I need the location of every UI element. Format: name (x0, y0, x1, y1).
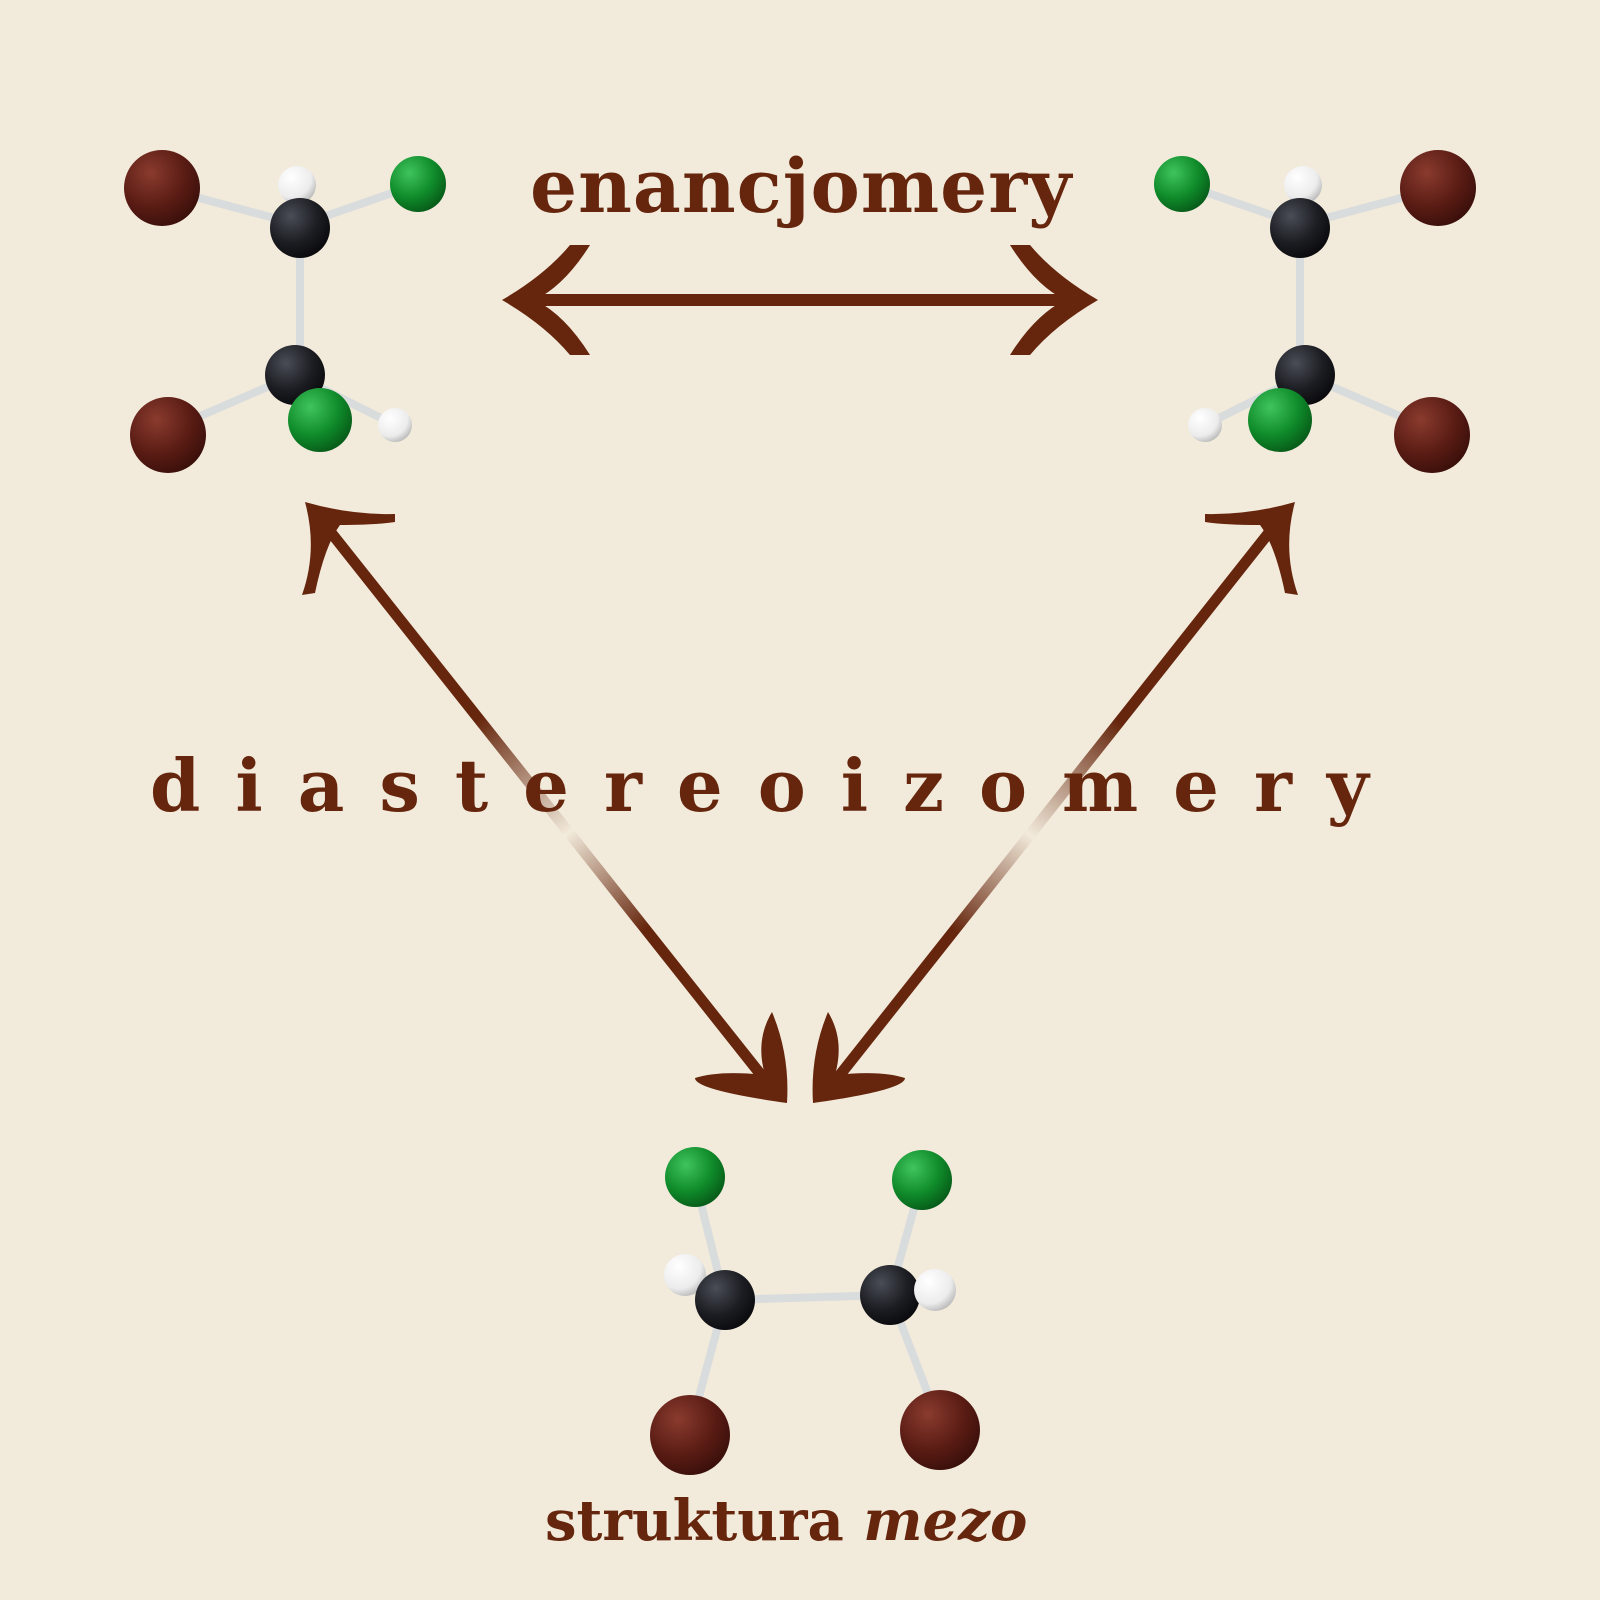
diastereomers-label: diastereoizomery (150, 743, 1404, 828)
molecule-top-left (124, 150, 446, 473)
bromine-atom (1394, 397, 1470, 473)
hydrogen-atom (914, 1269, 956, 1311)
chlorine-atom (1154, 156, 1210, 212)
carbon-atom (1270, 198, 1330, 258)
hydrogen-atom (1284, 166, 1322, 204)
diastereomer-arrow-left (302, 502, 788, 1103)
carbon-atom (695, 1270, 755, 1330)
meso-label-italic: mezo (863, 1488, 1028, 1554)
chlorine-atom (892, 1150, 952, 1210)
hydrogen-atom (664, 1254, 706, 1296)
chlorine-atom (1248, 388, 1312, 452)
molecule-top-right (1154, 150, 1476, 473)
bromine-atom (900, 1390, 980, 1470)
bromine-atom (1400, 150, 1476, 226)
bromine-atom (130, 397, 206, 473)
meso-label: struktura mezo (545, 1493, 1027, 1549)
bromine-atom (650, 1395, 730, 1475)
chlorine-atom (665, 1147, 725, 1207)
chlorine-atom (288, 388, 352, 452)
molecule-meso (650, 1147, 980, 1475)
carbon-atom (270, 198, 330, 258)
chlorine-atom (390, 156, 446, 212)
bromine-atom (124, 150, 200, 226)
hydrogen-atom (1188, 408, 1222, 442)
enantiomers-label: enancjomery (530, 144, 1073, 230)
meso-label-prefix: struktura (545, 1488, 844, 1554)
diastereomer-arrow-right (812, 502, 1298, 1103)
enantiomer-arrow (502, 245, 1098, 355)
hydrogen-atom (278, 166, 316, 204)
carbon-atom (860, 1265, 920, 1325)
hydrogen-atom (378, 408, 412, 442)
